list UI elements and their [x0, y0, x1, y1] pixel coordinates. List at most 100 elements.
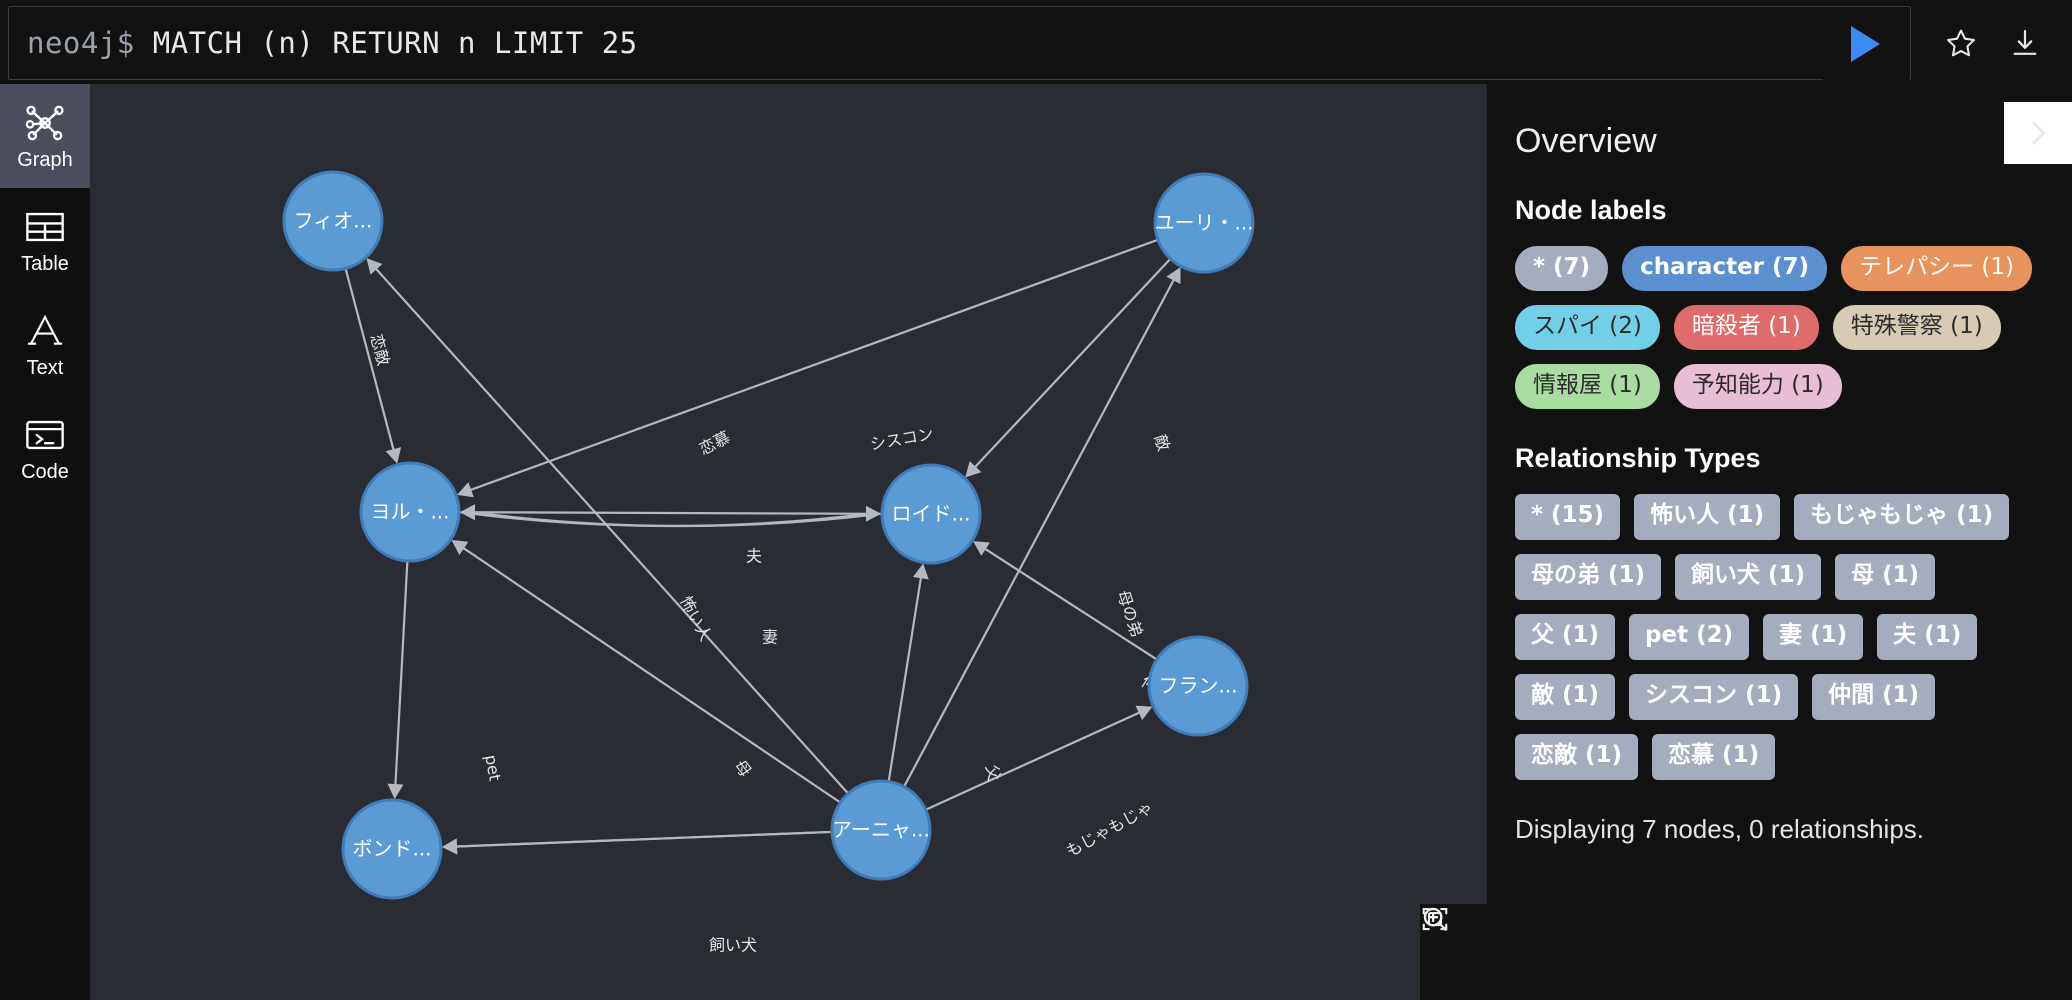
- relationship-type-chip[interactable]: シスコン (1): [1629, 673, 1799, 720]
- graph-node[interactable]: ヨル・...: [359, 461, 461, 563]
- favorite-button[interactable]: [1936, 18, 1986, 68]
- sidebar-item-text[interactable]: Text: [0, 292, 90, 396]
- relationship-type-chip[interactable]: * (15): [1515, 494, 1621, 541]
- node-circle[interactable]: [830, 779, 932, 881]
- relationship[interactable]: [965, 258, 1171, 478]
- relationship-arrowhead: [912, 563, 929, 580]
- node-label-chip[interactable]: 暗殺者 (1): [1673, 305, 1819, 351]
- collapse-panel-button[interactable]: [2004, 102, 2072, 164]
- relationship-type-chip[interactable]: 父 (1): [1515, 613, 1616, 660]
- graph-canvas[interactable]: 恋敵恋慕シスコン夫妻怖い人敵母の弟仲間母pet父飼い犬もじゃもじゃフィオ...ユ…: [90, 84, 1487, 1000]
- relationship[interactable]: [366, 258, 849, 794]
- graph-icon: [24, 102, 66, 144]
- node-labels-heading: Node labels: [1515, 195, 1667, 225]
- node-label-chip[interactable]: * (7): [1515, 246, 1609, 292]
- relationship[interactable]: [973, 541, 1157, 660]
- page-title: Overview: [1515, 122, 1657, 160]
- graph-node[interactable]: ユーリ・...: [1153, 172, 1255, 274]
- prompt-prefix: neo4j$: [27, 26, 153, 60]
- relationship-type-chip[interactable]: 恋敵 (1): [1515, 733, 1639, 780]
- status-text: Displaying 7 nodes, 0 relationships.: [1515, 813, 1925, 844]
- relationship-arrowhead: [366, 258, 383, 275]
- relationship-label: 飼い犬: [709, 936, 757, 955]
- relationship[interactable]: [344, 269, 402, 464]
- node-circle[interactable]: [880, 463, 982, 565]
- query-string: MATCH (n) RETURN n LIMIT 25: [152, 26, 638, 60]
- sidebar-item-table-label: Table: [21, 253, 69, 275]
- fit-screen-icon: [1422, 907, 1448, 931]
- relationship-type-chip[interactable]: 妻 (1): [1763, 613, 1864, 660]
- zoom-out-button[interactable]: [1420, 907, 1487, 1000]
- relationship[interactable]: [926, 705, 1153, 811]
- download-button[interactable]: [2000, 18, 2050, 68]
- query-text: neo4j$ MATCH (n) RETURN n LIMIT 25: [9, 26, 638, 60]
- relationship[interactable]: [456, 239, 1158, 498]
- star-icon: [1947, 29, 1975, 56]
- relationship-type-chip[interactable]: 夫 (1): [1877, 613, 1978, 660]
- overview-panel: Overview Node labels * (7) character (7) テ…: [1487, 84, 2072, 1000]
- relationship[interactable]: [887, 563, 929, 781]
- relationship-type-chip[interactable]: 母 (1): [1835, 554, 1936, 600]
- relationship[interactable]: [459, 505, 882, 528]
- relationship-arrowhead: [387, 783, 404, 800]
- node-circle[interactable]: [359, 461, 461, 563]
- graph-node[interactable]: フラン...: [1147, 635, 1249, 737]
- node-label-chip[interactable]: テレパシー (1): [1841, 246, 2032, 292]
- node-label-chip[interactable]: スパイ (2): [1515, 305, 1660, 351]
- relationship-label: 恋慕: [696, 428, 733, 459]
- sidebar-item-graph[interactable]: Graph: [0, 84, 90, 188]
- relationship[interactable]: [441, 830, 832, 855]
- relationship-label: 怖い人: [676, 593, 715, 644]
- relationship-type-chip[interactable]: 母の弟 (1): [1515, 554, 1662, 600]
- relationship-type-chip[interactable]: 恋慕 (1): [1652, 733, 1776, 780]
- relationship-label: 夫: [746, 547, 762, 566]
- node-label-chip[interactable]: 情報屋 (1): [1515, 364, 1660, 410]
- sidebar-item-code-label: Code: [21, 461, 69, 483]
- graph-visualization[interactable]: 恋敵恋慕シスコン夫妻怖い人敵母の弟仲間母pet父飼い犬もじゃもじゃフィオ...ユ…: [90, 84, 1487, 1000]
- relationship[interactable]: [459, 504, 882, 528]
- graph-node[interactable]: ロイド...: [880, 463, 982, 565]
- relationship-label: 妻: [762, 628, 778, 647]
- relationship-line: [467, 239, 1158, 492]
- node-label-chip-list: * (7) character (7) テレパシー (1) スパイ (2) 暗殺者 (1…: [1515, 246, 2042, 410]
- relationship-line: [926, 710, 1143, 811]
- relationship[interactable]: [459, 504, 882, 521]
- node-circle[interactable]: [1147, 635, 1249, 737]
- relationship[interactable]: [441, 830, 832, 855]
- relationship-line: [972, 258, 1171, 470]
- query-editor[interactable]: neo4j$ MATCH (n) RETURN n LIMIT 25: [8, 6, 1911, 80]
- relationship[interactable]: [387, 561, 409, 800]
- relationship[interactable]: [451, 539, 841, 803]
- node-label: フラン...: [1158, 674, 1237, 698]
- node-circle[interactable]: [341, 798, 443, 900]
- relationship-line: [459, 511, 870, 528]
- node-circle[interactable]: [1153, 172, 1255, 274]
- relationship-type-chip[interactable]: 仲間 (1): [1812, 673, 1936, 720]
- relationship-types-heading: Relationship Types: [1515, 443, 1761, 474]
- relationship-type-chip[interactable]: もじゃもじゃ (1): [1794, 494, 2010, 541]
- relationship[interactable]: [903, 267, 1181, 787]
- node-label: アーニャ...: [832, 818, 930, 842]
- relationship-type-chip[interactable]: 飼い犬 (1): [1675, 554, 1822, 600]
- run-query-button[interactable]: [1823, 8, 1909, 80]
- relationship-type-chip[interactable]: 怖い人 (1): [1634, 494, 1781, 541]
- result-view-rail: Graph Table: [0, 84, 90, 1000]
- sidebar-item-table[interactable]: Table: [0, 188, 90, 292]
- relationship-label: pet: [481, 753, 504, 782]
- node-label-chip[interactable]: 特殊警察 (1): [1832, 305, 2001, 351]
- relationship-line: [394, 561, 409, 788]
- graph-node[interactable]: フィオ...: [282, 170, 384, 272]
- node-label: ボンド...: [352, 837, 431, 861]
- relationship-arrowhead: [1166, 267, 1181, 285]
- graph-node[interactable]: アーニャ...: [830, 779, 932, 881]
- relationship-type-chip[interactable]: pet (2): [1629, 613, 1750, 660]
- graph-node[interactable]: ボンド...: [341, 798, 443, 900]
- relationship-type-chip[interactable]: 敵 (1): [1515, 673, 1616, 720]
- sidebar-item-code[interactable]: Code: [0, 396, 90, 500]
- node-circle[interactable]: [282, 170, 384, 272]
- sidebar-item-text-label: Text: [26, 357, 64, 379]
- node-label-chip[interactable]: 予知能力 (1): [1673, 364, 1842, 410]
- node-label-chip[interactable]: character (7): [1622, 246, 1828, 292]
- relationship-label: 敵: [1150, 432, 1173, 453]
